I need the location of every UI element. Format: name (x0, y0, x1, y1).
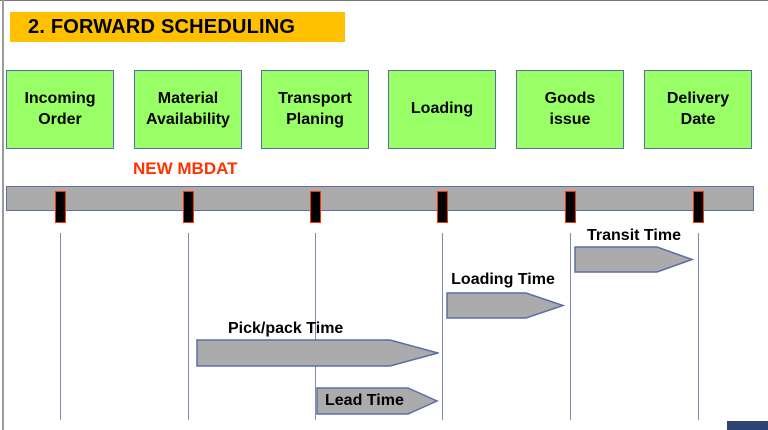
timeline-tick (436, 191, 448, 223)
grid-line (698, 233, 700, 420)
timeline-tick (692, 191, 704, 223)
lead-time-arrow (316, 387, 439, 415)
loading-time-label: Loading Time (451, 271, 555, 288)
milestone-line: Delivery (666, 89, 730, 107)
grid-line (442, 233, 444, 420)
pick-pack-time-arrow (196, 339, 439, 367)
lead-time-label: Lead Time (325, 392, 404, 409)
milestone-line: Material (157, 89, 219, 107)
pick-pack-time-label: Pick/pack Time (228, 320, 344, 337)
grid-line (315, 233, 317, 420)
milestone-incoming-order: Incoming Order (6, 70, 114, 149)
milestone-line: Availability (146, 110, 230, 128)
timeline-tick (309, 191, 321, 223)
timeline-bar (6, 186, 754, 211)
milestone-delivery-date: Delivery Date (644, 70, 752, 149)
grid-line (570, 233, 572, 420)
milestone-line: Date (680, 110, 716, 128)
grid-line (188, 233, 190, 420)
slide-title-bar: 2. FORWARD SCHEDULING (10, 12, 345, 42)
milestone-line: Goods (544, 89, 596, 107)
slide-left-border (2, 0, 4, 430)
milestone-line: issue (549, 110, 591, 128)
loading-time-arrow (446, 292, 565, 319)
milestone-line: Loading (410, 100, 474, 118)
timeline-tick (564, 191, 576, 223)
slide-top-border (0, 0, 768, 1)
milestone-line: Planing (286, 110, 344, 128)
milestone-loading: Loading (388, 70, 496, 149)
timeline-tick (182, 191, 194, 223)
milestone-line: Transport (278, 89, 352, 107)
timeline-tick (54, 191, 66, 223)
page-number-badge (727, 421, 768, 430)
grid-line (60, 233, 62, 420)
slide-title: 2. FORWARD SCHEDULING (28, 15, 296, 38)
transit-time-arrow (574, 246, 694, 273)
milestone-line: Incoming (24, 89, 96, 107)
milestone-line: Order (38, 110, 82, 128)
milestone-material-availability: Material Availability (134, 70, 242, 149)
new-mbdat-label: NEW MBDAT (133, 159, 238, 178)
milestone-transport-planing: Transport Planing (261, 70, 369, 149)
milestone-goods-issue: Goods issue (516, 70, 624, 149)
transit-time-label: Transit Time (587, 227, 681, 244)
